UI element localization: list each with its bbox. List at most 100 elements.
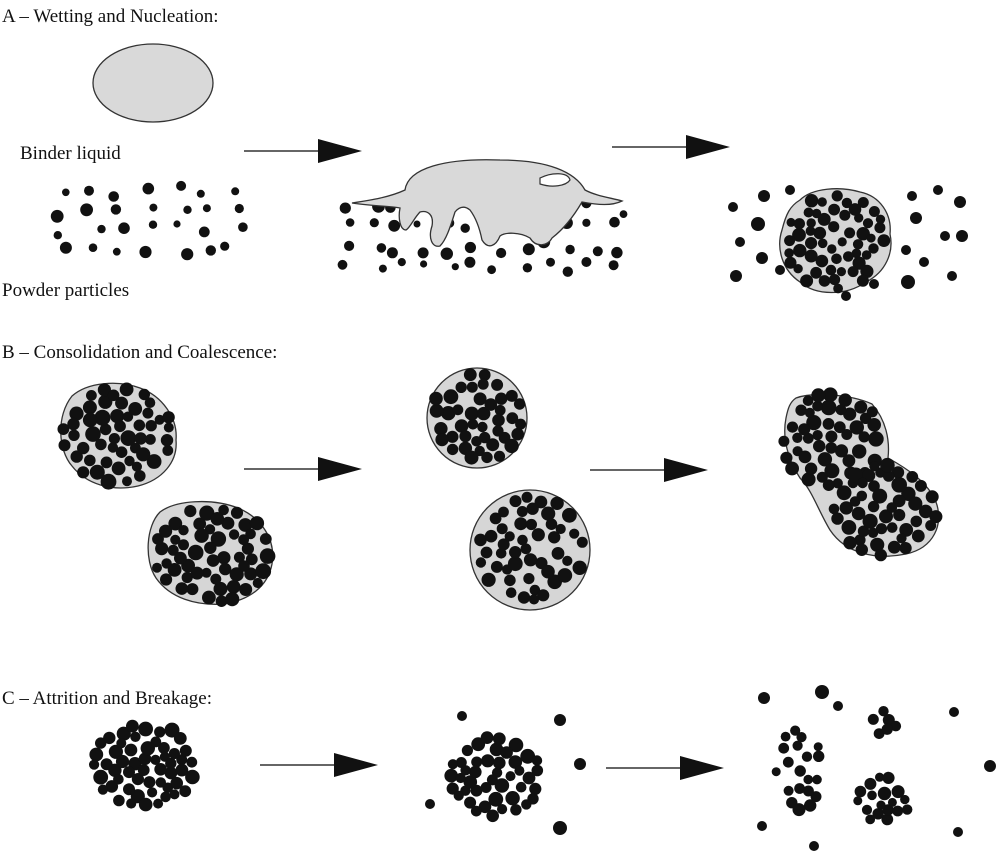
powder-particle — [812, 774, 822, 785]
powder-particle — [907, 191, 917, 201]
powder-particle — [487, 265, 496, 275]
powder-particle — [867, 500, 880, 513]
powder-particle — [841, 520, 857, 535]
powder-particle — [82, 412, 98, 428]
powder-particle — [852, 444, 867, 459]
powder-particle — [833, 283, 843, 294]
powder-particle — [548, 531, 561, 544]
powder-particle — [388, 219, 401, 232]
powder-particle — [813, 742, 823, 752]
powder-particle — [527, 793, 539, 805]
powder-particle — [158, 742, 170, 754]
powder-particle — [822, 479, 835, 491]
powder-particle — [234, 203, 244, 214]
powder-particle — [451, 263, 459, 271]
powder-particle — [149, 203, 158, 212]
arrow-a1 — [244, 139, 362, 163]
powder-particle — [228, 529, 240, 540]
powder-particle — [856, 274, 869, 287]
powder-particle — [867, 418, 881, 432]
powder-particle — [914, 479, 927, 492]
attrition-fines — [425, 711, 586, 835]
powder-particle — [130, 731, 141, 742]
powder-particle — [89, 464, 105, 480]
powder-particle — [167, 544, 179, 556]
powder-particle — [131, 773, 144, 786]
powder-particle — [875, 214, 886, 224]
powder-particle — [164, 766, 178, 780]
powder-particle — [735, 237, 745, 247]
powder-particle — [843, 536, 857, 550]
powder-particle — [867, 790, 877, 801]
powder-particle — [550, 496, 564, 510]
powder-particle — [861, 250, 872, 260]
powder-particle — [492, 425, 504, 437]
powder-particle — [150, 754, 161, 766]
powder-particle — [856, 227, 870, 241]
powder-particle — [875, 772, 885, 782]
powder-particle — [783, 785, 794, 796]
powder-particle — [798, 423, 811, 436]
powder-particle — [143, 776, 156, 789]
powder-particle — [813, 226, 827, 240]
powder-particle — [954, 196, 966, 208]
powder-particle — [802, 785, 814, 797]
powder-particle — [562, 555, 573, 567]
powder-particle — [574, 758, 586, 770]
powder-particle — [854, 534, 866, 546]
powder-particle — [154, 726, 166, 738]
powder-particle — [890, 720, 902, 732]
powder-particle — [493, 756, 506, 770]
powder-particle — [376, 243, 387, 253]
powder-particle — [495, 392, 508, 405]
powder-particle — [816, 471, 828, 483]
powder-particles — [50, 180, 248, 261]
powder-particle — [554, 714, 566, 726]
powder-particle — [949, 707, 959, 717]
powder-particle — [138, 752, 152, 766]
powder-particle — [455, 772, 466, 784]
powder-particle — [215, 595, 228, 607]
powder-particle — [69, 406, 84, 421]
powder-particle — [148, 220, 158, 229]
powder-particle — [581, 257, 592, 267]
powder-particle — [464, 256, 476, 268]
powder-particle — [110, 204, 122, 215]
powder-particle — [175, 582, 189, 595]
powder-particle — [146, 454, 162, 469]
powder-particle — [206, 554, 220, 567]
powder-particle — [497, 804, 508, 815]
powder-particle — [50, 209, 64, 223]
powder-particle — [108, 744, 123, 759]
powder-particle — [113, 794, 125, 807]
powder-particle — [925, 490, 939, 504]
powder-particle — [775, 265, 785, 275]
powder-particle — [167, 563, 182, 577]
powder-particle — [813, 439, 826, 453]
powder-particle — [565, 244, 575, 255]
powder-particle — [460, 765, 471, 776]
powder-particle — [509, 546, 522, 559]
powder-particle — [169, 789, 180, 800]
powder-particle — [218, 504, 229, 516]
powder-particle — [440, 247, 453, 260]
powder-particle — [956, 230, 968, 242]
powder-particle — [784, 248, 794, 258]
powder-particle — [492, 732, 506, 746]
powder-particle — [179, 785, 192, 798]
powder-particle — [84, 185, 94, 196]
powder-particle — [493, 450, 506, 462]
powder-particle — [119, 382, 134, 397]
powder-particle — [517, 591, 531, 604]
powder-particle — [486, 809, 500, 823]
powder-particle — [95, 737, 107, 749]
arrow-a2 — [612, 135, 730, 159]
powder-particle — [231, 187, 240, 196]
powder-particle — [170, 534, 181, 545]
powder-particle — [553, 821, 567, 835]
powder-particle — [520, 748, 536, 764]
powder-particle — [805, 237, 818, 250]
powder-particle — [82, 400, 97, 415]
powder-particle — [836, 267, 847, 277]
powder-particle — [730, 270, 742, 282]
